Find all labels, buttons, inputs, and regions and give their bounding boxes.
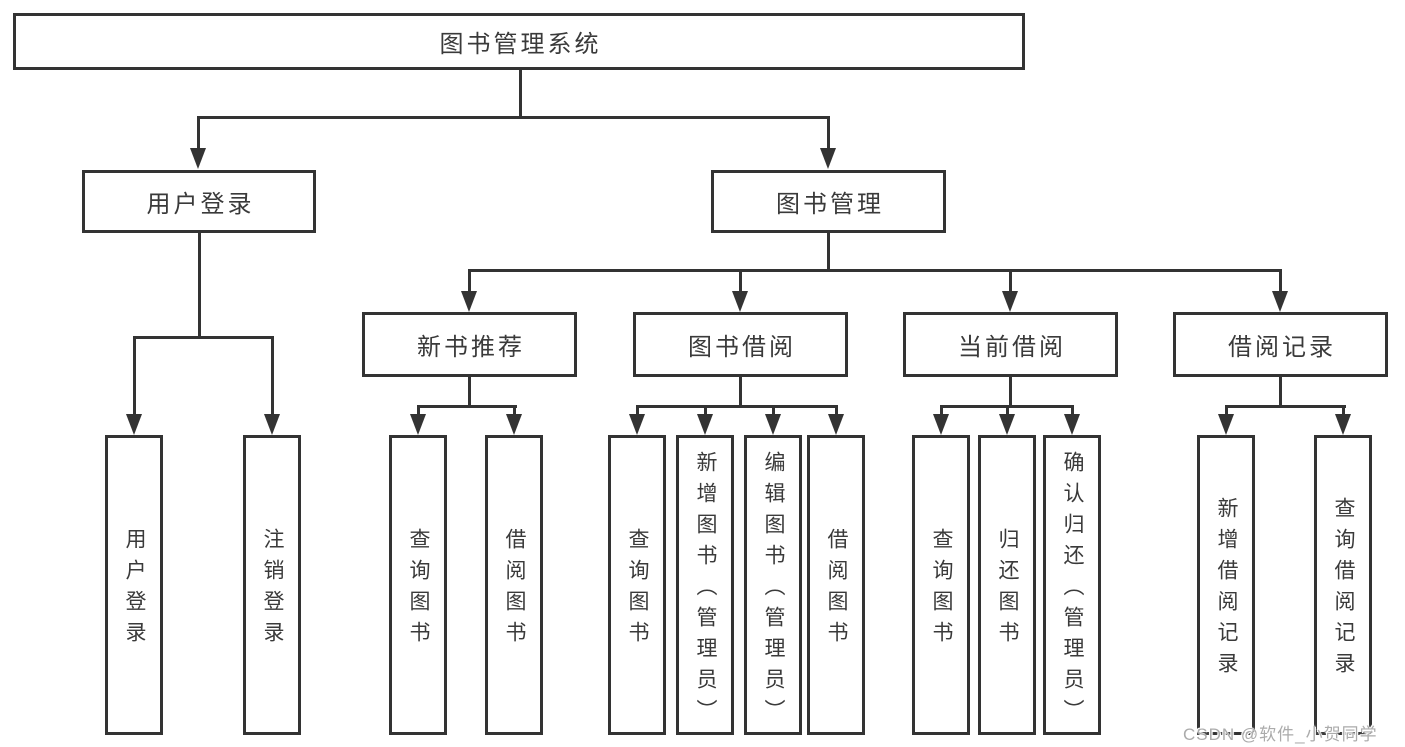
- arrow-down-icon: [461, 291, 477, 312]
- connector-branch: [772, 408, 775, 415]
- connector-rail: [133, 336, 274, 339]
- node-label: 查询图书: [930, 528, 953, 652]
- node-label: 用户登录: [146, 191, 255, 218]
- arrow-down-icon: [264, 414, 280, 435]
- node-label: 图书借阅: [688, 334, 796, 361]
- connector-branch: [704, 408, 707, 415]
- leaf-query-book-2: 查询图书: [608, 435, 666, 735]
- node-label: 查询借阅记录: [1332, 497, 1355, 683]
- connector-branch: [197, 119, 200, 149]
- connector-branch: [271, 339, 274, 415]
- node-new-book-recommend: 新书推荐: [362, 312, 577, 377]
- connector-rail: [636, 405, 838, 408]
- connector-branch: [1279, 272, 1282, 292]
- connector-branch: [1342, 408, 1345, 415]
- leaf-query-borrow-record: 查询借阅记录: [1314, 435, 1372, 735]
- arrow-down-icon: [126, 414, 142, 435]
- leaf-borrow-book-2: 借阅图书: [807, 435, 865, 735]
- leaf-query-book-1: 查询图书: [389, 435, 447, 735]
- arrow-down-icon: [1335, 414, 1351, 435]
- connector-branch: [940, 408, 943, 415]
- connector-rail: [468, 269, 1282, 272]
- arrow-down-icon: [765, 414, 781, 435]
- arrow-down-icon: [410, 414, 426, 435]
- connector-branch: [739, 272, 742, 292]
- leaf-confirm-return-admin: 确认归还（管理员）: [1043, 435, 1101, 735]
- connector-rail: [940, 405, 1074, 408]
- leaf-borrow-book-1: 借阅图书: [485, 435, 543, 735]
- node-label: 借阅记录: [1228, 334, 1336, 361]
- arrow-down-icon: [1002, 291, 1018, 312]
- connector-stem: [1009, 377, 1012, 408]
- arrow-down-icon: [190, 148, 206, 169]
- connector-branch: [417, 408, 420, 415]
- connector-stem: [198, 233, 201, 339]
- connector-stem: [827, 233, 830, 272]
- arrow-down-icon: [1218, 414, 1234, 435]
- node-label: 新书推荐: [417, 334, 525, 361]
- node-label: 查询图书: [407, 528, 430, 652]
- leaf-add-borrow-record: 新增借阅记录: [1197, 435, 1255, 735]
- node-borrow-records: 借阅记录: [1173, 312, 1388, 377]
- connector-branch: [468, 272, 471, 292]
- arrow-down-icon: [629, 414, 645, 435]
- connector-stem: [1279, 377, 1282, 408]
- connector-branch: [1225, 408, 1228, 415]
- connector-branch: [1009, 272, 1012, 292]
- leaf-return-book: 归还图书: [978, 435, 1036, 735]
- connector-branch: [1071, 408, 1074, 415]
- connector-stem: [519, 70, 522, 119]
- node-label: 当前借阅: [958, 334, 1066, 361]
- arrow-down-icon: [933, 414, 949, 435]
- node-label: 新增借阅记录: [1215, 497, 1238, 683]
- leaf-logout: 注销登录: [243, 435, 301, 735]
- arrow-down-icon: [820, 148, 836, 169]
- connector-rail: [417, 405, 517, 408]
- node-label: 借阅图书: [503, 528, 526, 652]
- node-label: 用户登录: [123, 528, 146, 652]
- node-library-management-system: 图书管理系统: [13, 13, 1025, 70]
- connector-branch: [835, 408, 838, 415]
- node-book-borrowing: 图书借阅: [633, 312, 848, 377]
- node-label: 归还图书: [996, 528, 1019, 652]
- csdn-watermark: CSDN @软件_小贺同学: [1183, 725, 1378, 744]
- connector-branch: [1006, 408, 1009, 415]
- connector-stem: [739, 377, 742, 408]
- node-label: 图书管理: [776, 191, 884, 218]
- node-label: 编辑图书（管理员）: [762, 450, 785, 730]
- connector-branch: [133, 339, 136, 415]
- node-current-borrowing: 当前借阅: [903, 312, 1118, 377]
- leaf-edit-book-admin: 编辑图书（管理员）: [744, 435, 802, 735]
- connector-rail: [197, 116, 830, 119]
- arrow-down-icon: [732, 291, 748, 312]
- leaf-user-login: 用户登录: [105, 435, 163, 735]
- leaf-query-book-3: 查询图书: [912, 435, 970, 735]
- node-label: 借阅图书: [825, 528, 848, 652]
- node-label: 图书管理系统: [439, 31, 602, 58]
- arrow-down-icon: [506, 414, 522, 435]
- connector-branch: [827, 119, 830, 149]
- connector-branch: [636, 408, 639, 415]
- node-label: 查询图书: [626, 528, 649, 652]
- arrow-down-icon: [1272, 291, 1288, 312]
- connector-stem: [468, 377, 471, 408]
- arrow-down-icon: [1064, 414, 1080, 435]
- connector-rail: [1225, 405, 1346, 408]
- leaf-add-book-admin: 新增图书（管理员）: [676, 435, 734, 735]
- node-user-login: 用户登录: [82, 170, 316, 233]
- arrow-down-icon: [999, 414, 1015, 435]
- arrow-down-icon: [697, 414, 713, 435]
- node-label: 确认归还（管理员）: [1061, 450, 1084, 730]
- node-label: 注销登录: [261, 528, 284, 652]
- arrow-down-icon: [828, 414, 844, 435]
- node-label: 新增图书（管理员）: [694, 450, 717, 730]
- connector-branch: [513, 408, 516, 415]
- node-book-management: 图书管理: [711, 170, 946, 233]
